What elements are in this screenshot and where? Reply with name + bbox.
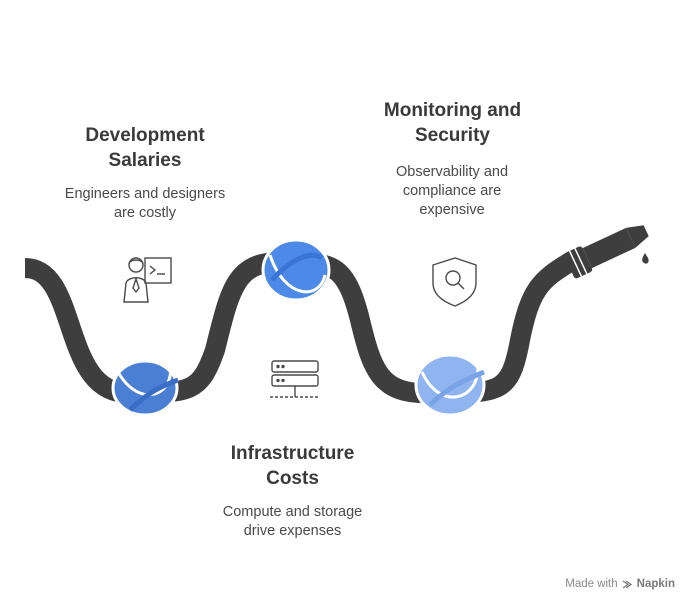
napkin-logo-icon <box>622 579 632 589</box>
step-title-monitoring: Monitoring and Security <box>383 100 522 146</box>
shield-search-icon <box>432 257 477 307</box>
step-desc-infrastructure: Compute and storage drive expenses <box>222 504 363 539</box>
napkin-brand: Napkin <box>636 578 675 590</box>
hose-nozzle <box>564 225 649 279</box>
knot-monitoring <box>414 353 486 417</box>
knot-development <box>111 359 179 417</box>
knot-infrastructure <box>261 238 331 302</box>
step-desc-development: Engineers and designers are costly <box>64 186 226 221</box>
server-icon <box>270 360 319 398</box>
step-desc-monitoring: Observability and compliance are expensi… <box>395 164 509 218</box>
step-title-development: Development Salaries <box>85 125 205 171</box>
step-title-infrastructure: Infrastructure Costs <box>230 443 355 489</box>
made-with-label: Made with <box>565 578 618 590</box>
made-with-napkin[interactable]: Made with Napkin <box>565 578 675 590</box>
water-drop-icon <box>642 253 649 264</box>
engineer-icon <box>123 257 172 303</box>
